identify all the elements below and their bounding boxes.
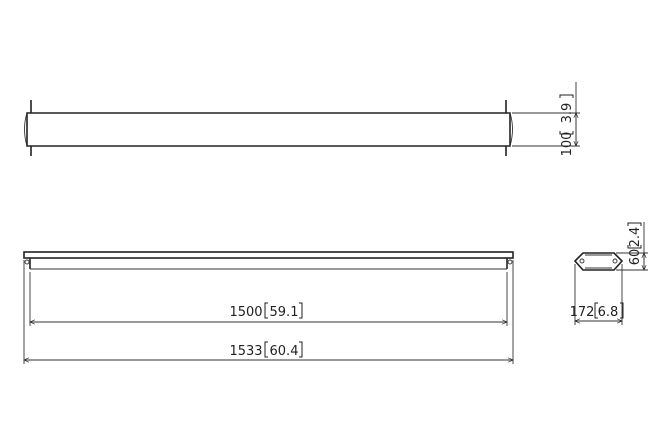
profile-height-dimension: 60 2.4 (627, 222, 643, 266)
profile-height-in: 2.4 (628, 227, 643, 248)
profile-width-mm: 172 (570, 305, 595, 320)
front-view (23, 251, 514, 364)
profile-width-dimension: 172 6.8 (570, 302, 624, 320)
profile-width-in: 6.8 (598, 305, 619, 320)
height-in: 3.9 (560, 103, 575, 124)
overall-length-in: 60.4 (270, 344, 299, 359)
side-profile-view (573, 222, 648, 325)
inner-length-dimension: 1500 59.1 (229, 302, 303, 320)
height-mm: 100 (560, 132, 575, 157)
overall-length-mm: 1533 (229, 344, 262, 359)
overall-length-dimension: 1533 60.4 (229, 341, 303, 359)
height-dimension: 100 3.9 (559, 94, 575, 157)
profile-height-mm: 60 (628, 249, 643, 266)
inner-length-in: 59.1 (270, 305, 299, 320)
top-view (24, 82, 580, 156)
inner-length-mm: 1500 (229, 305, 262, 320)
